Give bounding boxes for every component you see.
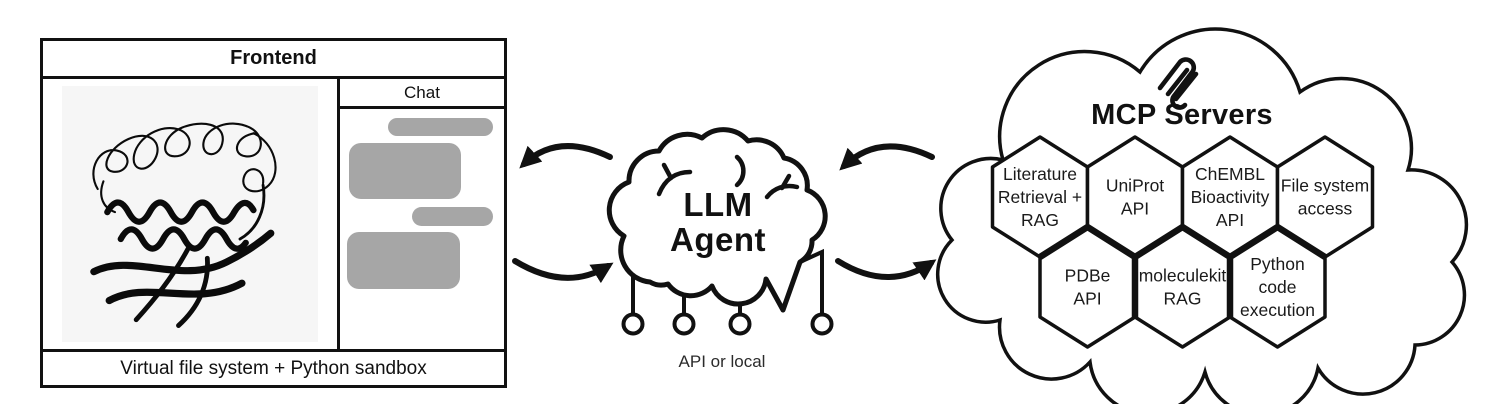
frontend-title: Frontend <box>43 41 504 79</box>
hex-label-file-system: File system access <box>1280 175 1370 218</box>
hex-label-uniprot-api: UniProt API <box>1105 175 1165 218</box>
sync-arrows-frontend-agent <box>512 143 614 284</box>
arrow-to-mcp-icon <box>835 258 937 281</box>
frontend-panel: Frontend <box>40 38 507 388</box>
chat-bubble-user <box>388 118 493 136</box>
arrow-to-frontend-icon <box>519 143 613 169</box>
frontend-body: Chat <box>43 79 504 349</box>
brain-fold-marks <box>656 154 800 200</box>
llm-agent-label: LLM Agent <box>670 186 766 258</box>
chat-panel: Chat <box>340 79 504 349</box>
arrow-to-agent-icon <box>512 258 614 284</box>
hex-label-chembl-api: ChEMBL Bioactivity API <box>1190 163 1270 230</box>
chat-header: Chat <box>340 79 504 109</box>
mcp-logo-icon <box>1157 57 1199 110</box>
hexagon-shared-edges <box>1038 223 1327 317</box>
arrow-to-agent-icon <box>839 143 935 171</box>
hex-label-moleculekit: moleculekit RAG <box>1138 265 1227 308</box>
llm-agent-graphic <box>512 127 937 336</box>
sync-arrows-agent-mcp <box>835 143 937 281</box>
protein-viewer-panel <box>43 79 340 349</box>
hex-label-pdbe-api: PDBe API <box>1064 265 1111 308</box>
llm-agent-brain-icon <box>606 127 834 336</box>
hex-label-literature-rag: Literature Retrieval + RAG <box>997 163 1083 230</box>
hexagon-grid <box>990 135 1375 349</box>
chat-message-list <box>340 109 504 349</box>
mcp-cloud-graphic <box>935 27 1469 404</box>
chat-bubble-assistant <box>347 232 460 289</box>
protein-viewer-background <box>62 86 318 342</box>
chat-bubble-user <box>412 207 493 226</box>
frontend-footer: Virtual file system + Python sandbox <box>43 349 504 385</box>
protein-structure-image <box>90 122 277 328</box>
hex-label-python-exec: Python code execution <box>1240 253 1315 320</box>
chat-bubble-assistant <box>349 143 461 199</box>
api-or-local-caption: API or local <box>678 352 766 371</box>
mcp-servers-title: MCP Servers <box>1091 99 1273 131</box>
